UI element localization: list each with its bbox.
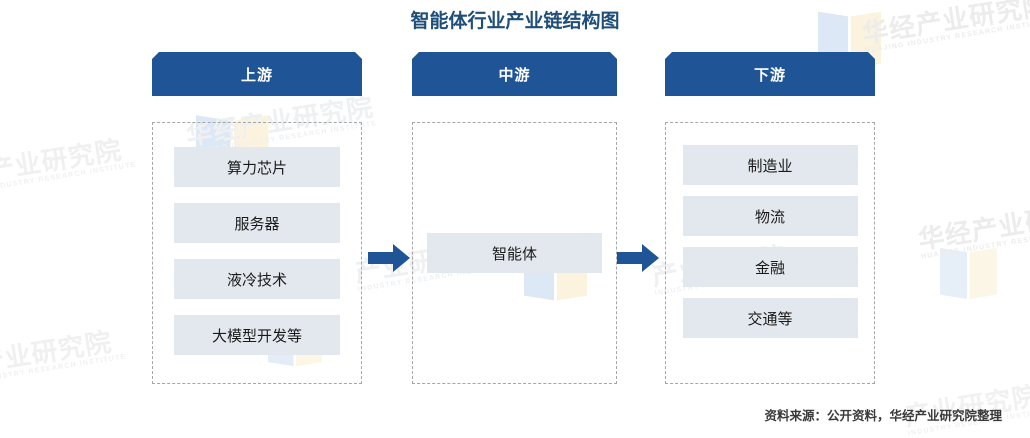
list-item[interactable]: 算力芯片 — [174, 147, 340, 187]
list-item[interactable]: 交通等 — [682, 298, 858, 338]
watermark-text: 产业研究院 INDUSTRY RESEARCH INSTITUTE — [0, 326, 127, 384]
list-item[interactable]: 制造业 — [682, 145, 858, 185]
dashed-container-midstream: 智能体 — [412, 122, 617, 384]
arrow-right-icon — [617, 243, 659, 273]
source-note: 资料来源：公开资料，华经产业研究院整理 — [764, 409, 1002, 423]
column-downstream: 下游 制造业 物流 金融 交通等 — [665, 52, 875, 384]
page-title: 智能体行业产业链结构图 — [410, 11, 620, 32]
list-item[interactable]: 金融 — [682, 247, 858, 287]
list-item[interactable]: 液冷技术 — [174, 259, 340, 299]
watermark-text: 产业研究院 INDUSTRY RESEARCH INSTITUTE — [0, 134, 137, 192]
list-item[interactable]: 智能体 — [427, 233, 602, 273]
book-page-right — [969, 247, 997, 299]
banner-midstream: 中游 — [412, 52, 617, 96]
list-item[interactable]: 服务器 — [174, 203, 340, 243]
list-item[interactable]: 物流 — [682, 196, 858, 236]
banner-upstream: 上游 — [152, 52, 362, 96]
banner-downstream: 下游 — [665, 52, 875, 96]
column-upstream: 上游 算力芯片 服务器 液冷技术 大模型开发等 — [152, 52, 362, 384]
dashed-container-upstream: 算力芯片 服务器 液冷技术 大模型开发等 — [152, 122, 362, 384]
dashed-container-downstream: 制造业 物流 金融 交通等 — [665, 122, 875, 384]
arrow-right-icon — [368, 243, 410, 273]
list-item[interactable]: 大模型开发等 — [174, 315, 340, 355]
book-page-left — [940, 247, 967, 299]
watermark-text: 华经产业研究院 HUAJING INDUSTRY RESEARCH INSTIT… — [916, 195, 1030, 261]
column-midstream: 中游 智能体 — [412, 52, 617, 384]
